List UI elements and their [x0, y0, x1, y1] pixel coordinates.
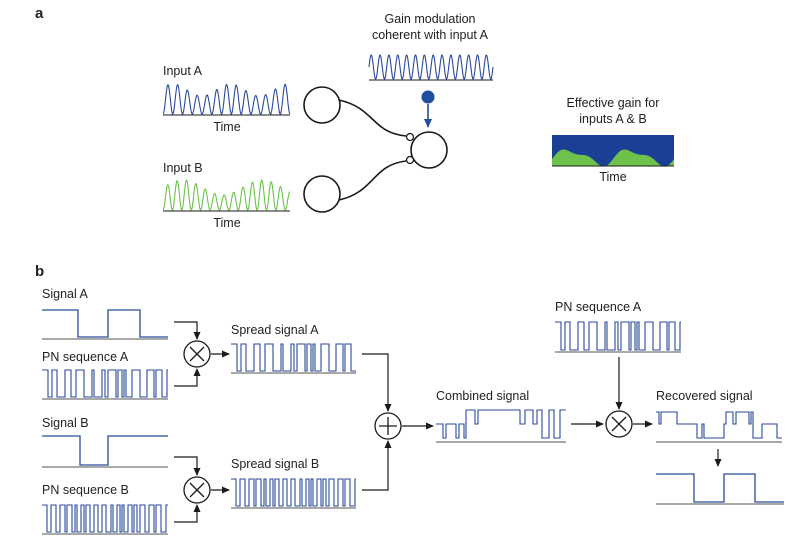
effective-gain-line1: Effective gain for [567, 96, 660, 110]
effective-gain-time-label: Time [599, 170, 626, 184]
multiplier-decoder [605, 410, 633, 438]
gain-modulation-waveform [368, 54, 494, 80]
multiplier-a [183, 340, 211, 368]
input-a-waveform [162, 83, 291, 115]
panel-a-label: a [35, 5, 44, 22]
pn-sequence-a-decoder-waveform [555, 321, 681, 351]
signal-a-waveform [42, 309, 168, 338]
gain-modulation-line1: Gain modulation [384, 12, 475, 26]
signal-b-to-multiplier-arrow [174, 456, 201, 476]
effective-gain-band-b [552, 149, 674, 166]
adder [374, 412, 402, 440]
input-b-label: Input B [163, 161, 203, 175]
input-b-waveform [162, 179, 291, 211]
spread-signal-b-waveform [231, 478, 356, 507]
input-a-label: Input A [163, 64, 203, 78]
pn-a-to-multiplier-arrow [174, 368, 201, 387]
recovered-signal-label: Recovered signal [656, 389, 753, 403]
gain-modulator-dot [421, 90, 435, 104]
output-neuron [410, 131, 448, 169]
pn-sequence-b-label: PN sequence B [42, 483, 129, 497]
spread-signal-a-waveform [231, 343, 356, 372]
recovered-output-waveform [656, 473, 784, 503]
recovered-signal-waveform [656, 411, 782, 439]
combined-signal-label: Combined signal [436, 389, 529, 403]
input-b-time-label: Time [213, 216, 240, 230]
gain-modulation-line2: coherent with input A [372, 28, 489, 42]
spread-signal-b-label: Spread signal B [231, 457, 319, 471]
combined-signal-waveform [436, 409, 566, 439]
input-a-time-label: Time [213, 120, 240, 134]
panel-a: a Input A Time Input B Time Gain modulat… [35, 5, 674, 230]
pn-sequence-a-label: PN sequence A [42, 350, 129, 364]
pn-b-to-multiplier-arrow [174, 504, 201, 523]
signal-a-label: Signal A [42, 287, 89, 301]
panel-b: b Signal A PN sequence A Signal B PN seq… [35, 263, 784, 535]
multiplier-b [183, 476, 211, 504]
spread-b-to-adder-arrow [362, 440, 392, 491]
axon-a [338, 99, 407, 137]
effective-gain-line2: inputs A & B [579, 112, 646, 126]
signal-a-to-multiplier-arrow [174, 321, 201, 340]
spread-signal-a-label: Spread signal A [231, 323, 319, 337]
spread-a-to-adder-arrow [362, 353, 392, 412]
neuron-b [303, 175, 341, 213]
neuron-a [303, 86, 341, 124]
synapse-b [405, 155, 415, 165]
synapse-a [405, 132, 415, 142]
signal-b-label: Signal B [42, 416, 89, 430]
pn-sequence-b-waveform [42, 504, 168, 533]
pn-sequence-a-decoder-label: PN sequence A [555, 300, 642, 314]
pn-sequence-a-waveform [42, 369, 168, 398]
axon-b [338, 160, 407, 201]
signal-b-waveform [42, 435, 168, 466]
panel-b-label: b [35, 263, 44, 280]
